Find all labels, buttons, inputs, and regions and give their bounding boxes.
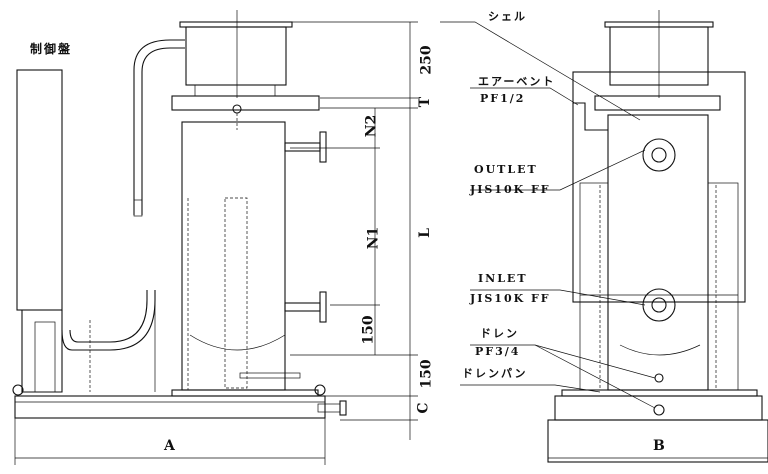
outlet-label: OUTLET — [474, 163, 538, 176]
flange-plate — [171, 95, 320, 111]
top-flange — [179, 21, 293, 28]
dim-150-bottom: 150 — [418, 359, 435, 389]
inlet-flange — [642, 288, 676, 322]
drain-spec: PF3/4 — [475, 345, 521, 358]
dim-n1: N1 — [365, 226, 382, 250]
dim-150-inner: 150 — [360, 315, 377, 345]
dim-c: C — [415, 402, 432, 414]
air-vent-spec: PF1/2 — [480, 92, 526, 105]
outlet-flange — [642, 138, 676, 172]
outlet-pipe — [133, 39, 185, 215]
outlet-spec: JIS10K FF — [470, 183, 551, 196]
air-vent-fitting — [232, 104, 242, 114]
inlet-label: INLET — [478, 272, 528, 285]
control-panel-box — [16, 69, 63, 311]
dim-b: B — [653, 438, 665, 454]
control-panel-label: 制御盤 — [30, 42, 73, 56]
inlet-pipe — [61, 290, 156, 351]
outlet-nozzle — [284, 142, 321, 152]
base-frame — [14, 395, 326, 419]
side-shell — [607, 114, 709, 391]
air-vent-label: エアーベント — [478, 75, 556, 88]
top-housing — [185, 26, 287, 86]
dim-l: L — [416, 228, 433, 238]
dim-n2: N2 — [363, 114, 380, 138]
shell-label: シェル — [488, 10, 527, 23]
side-base — [547, 419, 768, 463]
dim-250: 250 — [418, 45, 435, 75]
dim-a: A — [164, 438, 175, 454]
side-view — [440, 10, 768, 463]
drain-pan-label: ドレンパン — [462, 367, 528, 380]
inlet-nozzle — [284, 302, 321, 312]
drain-label: ドレン — [480, 327, 519, 340]
air-vent-pipe — [573, 102, 608, 131]
drain-fitting — [654, 373, 664, 383]
drain-pan — [554, 395, 763, 421]
dim-t: T — [417, 96, 434, 108]
front-view — [12, 10, 418, 465]
side-frame — [572, 71, 746, 303]
inlet-spec: JIS10K FF — [470, 292, 551, 305]
